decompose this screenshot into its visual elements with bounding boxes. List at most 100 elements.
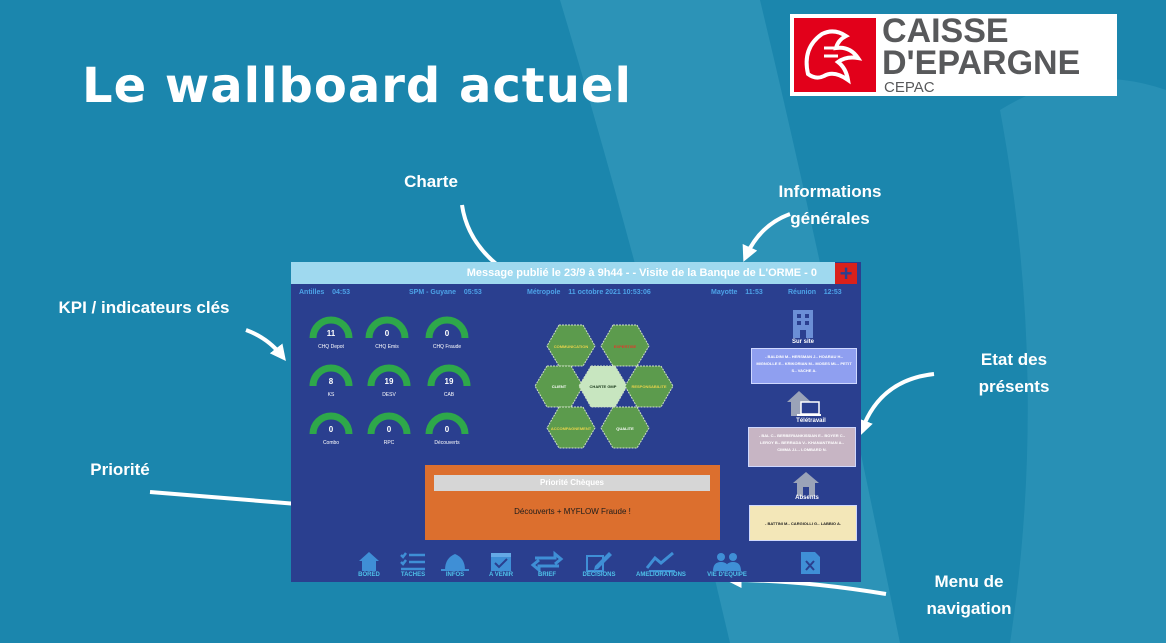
nav-a-venir[interactable]: A VENIR	[479, 550, 523, 580]
absent-title: Absents	[795, 495, 819, 501]
annotation-informations-line1: Informations	[778, 182, 882, 201]
gauge-arc-icon	[427, 364, 471, 387]
nav-decisions[interactable]: DECISIONS	[577, 550, 621, 580]
hex-bottom-right	[600, 406, 650, 449]
gauge-cab[interactable]: 19 CAB	[427, 362, 471, 402]
hex-center	[578, 365, 628, 408]
annotation-informations-line2: générales	[790, 209, 870, 228]
nav-label: BORED	[358, 572, 380, 578]
clock-antilles: Antilles 04:53	[299, 289, 350, 296]
annotation-menu: Menu de navigation	[914, 568, 1024, 622]
priority-text: Découverts + MYFLOW Fraude !	[514, 507, 631, 516]
annotation-menu-line1: Menu de	[934, 572, 1004, 591]
repeat-icon	[530, 550, 564, 574]
nav-excel[interactable]	[787, 550, 831, 580]
hex-bottom-left	[546, 406, 596, 449]
charte-hexagons: COMMUNICATION EXPERTISE CLIENT CHARTE GM…	[531, 320, 691, 455]
annotation-informations: Informations générales	[770, 178, 890, 232]
nav-taches[interactable]: TACHES	[391, 550, 435, 580]
gauge-value: 0	[386, 425, 392, 434]
nav-bored[interactable]: BORED	[347, 550, 391, 580]
gauge-arc-icon	[367, 364, 411, 387]
gauge-chq-fraude[interactable]: 0 CHQ Fraude	[425, 314, 469, 354]
annotation-priorite: Priorité	[90, 460, 150, 479]
megaphone-icon	[441, 554, 469, 571]
hex-label-qualite: QUALITE	[616, 426, 634, 431]
home-icon	[791, 470, 821, 503]
nav-vie-equipe[interactable]: VIE D'EQUIPE	[705, 550, 749, 580]
remote-names-box: - BAL C.- BERBERIANKISSIAN E.- BOYER C.-…	[748, 427, 856, 467]
absent-names-box: - BATTINI M.- CARGIOLLI G.- LABBIO A.	[749, 505, 857, 541]
site-title: Sur site	[791, 339, 814, 345]
logo-line-1: CAISSE	[882, 12, 1009, 50]
gauge-label: CHQ Depot	[318, 344, 344, 350]
gauge-label: Combo	[322, 440, 340, 446]
message-banner: Message publié le 23/9 à 9h44 - - Visite…	[291, 262, 835, 284]
gauge-arc-icon	[309, 364, 353, 387]
checklist-icon	[400, 552, 425, 571]
gauge-value: 0	[444, 329, 450, 338]
priority-title: Priorité Chèques	[434, 475, 710, 491]
hex-label-client: CLIENT	[551, 384, 567, 389]
annotation-etat-line2: présents	[978, 377, 1050, 396]
nav-label: BRIEF	[538, 572, 556, 578]
gauge-desv[interactable]: 19 DESV	[367, 362, 411, 402]
hex-right	[624, 365, 674, 408]
navigation-menu: BORED TACHES INFOS A VENIR BRIEF DECISIO…	[341, 550, 851, 580]
nav-brief[interactable]: BRIEF	[525, 550, 569, 580]
clock-mayotte: Mayotte 11:53	[711, 289, 763, 296]
clock-metropole: Métropole 11 octobre 2021 10:53:06	[527, 289, 651, 296]
gauge-decouverts[interactable]: 0 Découverts	[425, 410, 469, 450]
hex-top-left	[546, 324, 596, 367]
hex-left	[534, 365, 584, 408]
add-button[interactable]: +	[835, 263, 857, 285]
gauge-ks[interactable]: 8 KS	[309, 362, 353, 402]
logo-line-3: CEPAC	[884, 79, 935, 96]
caisse-epargne-logo: CAISSE D'EPARGNE CEPAC	[790, 14, 1117, 96]
gauge-value: 0	[444, 425, 450, 434]
nav-label: INFOS	[445, 572, 465, 578]
priority-panel: Priorité Chèques Découverts + MYFLOW Fra…	[425, 465, 720, 540]
remote-title: Télétravail	[796, 418, 826, 424]
gauge-label: CHQ Emis	[375, 344, 399, 350]
building-icon	[791, 308, 815, 345]
home-office-icon	[785, 388, 821, 423]
gauge-arc-icon	[425, 412, 469, 435]
gauge-arc-icon	[365, 316, 409, 339]
gauge-value: 8	[328, 377, 334, 386]
gauge-arc-icon	[309, 412, 353, 435]
hex-label-charte: CHARTE GMP	[589, 384, 617, 389]
excel-file-icon	[801, 552, 820, 574]
gauge-arc-icon	[309, 316, 353, 339]
clock-spm-guyane: SPM - Guyane 05:53	[409, 289, 482, 296]
annotation-etat: Etat des présents	[964, 346, 1064, 400]
hex-top-right	[600, 324, 650, 367]
gauge-chq-depot[interactable]: 11 CHQ Depot	[309, 314, 353, 354]
gauge-label: Découverts	[434, 440, 460, 446]
annotation-charte: Charte	[404, 172, 458, 191]
nav-infos[interactable]: INFOS	[433, 550, 477, 580]
gauge-chq-emis[interactable]: 0 CHQ Emis	[365, 314, 409, 354]
nav-label: AMELIORATIONS	[636, 572, 686, 578]
nav-ameliorations[interactable]: AMELIORATIONS	[636, 550, 686, 580]
gauge-label: KS	[327, 392, 335, 398]
gauge-combo[interactable]: 0 Combo	[309, 410, 353, 450]
annotation-kpi: KPI / indicateurs clés	[58, 298, 230, 317]
gauge-arc-icon	[425, 316, 469, 339]
calendar-icon	[491, 553, 511, 571]
gauge-value: 0	[328, 425, 334, 434]
clock-reunion: Réunion 12:53	[788, 289, 842, 296]
gauge-value: 0	[384, 329, 390, 338]
gauge-rpc[interactable]: 0 RPC	[367, 410, 411, 450]
team-icon	[713, 553, 741, 571]
slide-title: Le wallboard actuel	[82, 58, 632, 114]
gauge-value: 11	[326, 329, 336, 338]
hex-label-accompagnement: ACCOMPAGNEMENT	[550, 426, 592, 431]
logo-line-2: D'EPARGNE	[882, 44, 1081, 82]
gauge-value: 19	[384, 377, 394, 386]
nav-label: DECISIONS	[582, 572, 616, 578]
nav-label: VIE D'EQUIPE	[707, 572, 747, 578]
nav-label: TACHES	[400, 572, 426, 578]
site-names-box: - BALDINI M.- HERSMAN J.- HOARAU H.- MIG…	[751, 348, 857, 384]
wallboard-screen: Message publié le 23/9 à 9h44 - - Visite…	[291, 262, 861, 582]
